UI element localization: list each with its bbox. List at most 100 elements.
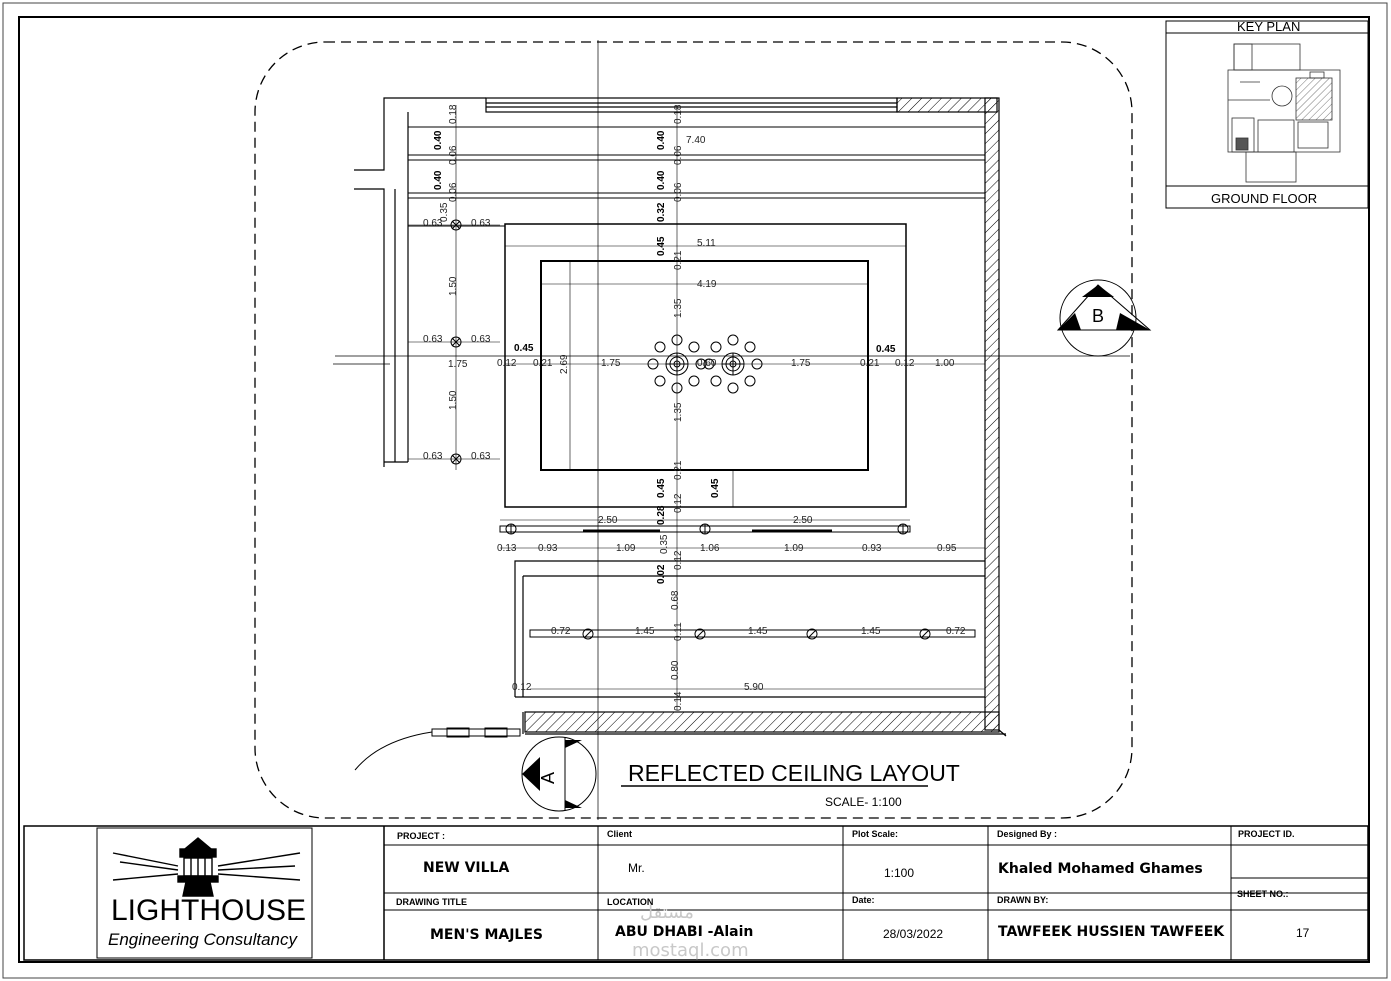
- plot-scale-label: Plot Scale:: [852, 829, 898, 839]
- dim-014: 0.14: [673, 691, 684, 711]
- plot-scale-value: 1:100: [884, 866, 914, 880]
- dim-011: 0.11: [673, 622, 684, 641]
- dim-021b: 0.21: [673, 460, 684, 480]
- location-label: LOCATION: [607, 897, 653, 907]
- key-plan: KEY PLAN GROUND FLOOR: [1165, 19, 1369, 209]
- dim-012d: 0.12: [512, 682, 532, 693]
- dim-093b: 0.93: [862, 543, 882, 554]
- dim-063d: 0.63: [471, 334, 491, 345]
- date-value: 28/03/2022: [883, 927, 943, 941]
- drawing-scale: SCALE- 1:100: [825, 795, 902, 809]
- drawing-title: REFLECTED CEILING LAYOUT: [628, 760, 960, 786]
- dim-028: 0.28: [656, 505, 667, 525]
- section-marker-a: A: [521, 736, 597, 812]
- sheet-inner-border: [18, 16, 1370, 963]
- dim-145b: 1.45: [748, 626, 768, 637]
- dim-045r: 0.45: [876, 344, 896, 355]
- dim-106: 1.06: [700, 543, 720, 554]
- dim-250b: 2.50: [793, 515, 813, 526]
- key-plan-floorplan: [1227, 43, 1341, 183]
- spot-light-bar-2: [699, 523, 711, 535]
- dim-072b: 0.72: [946, 626, 966, 637]
- dim-045c: 0.45: [710, 478, 721, 498]
- dim-175r: 1.75: [791, 358, 811, 369]
- dim-040a: 0.40: [433, 130, 444, 150]
- drawn-by-label: DRAWN BY:: [997, 895, 1048, 905]
- project-label: PROJECT :: [397, 831, 445, 841]
- dimension-texts: 0.18 0.18 0.40 0.40 7.40 0.06 0.06 0.40 …: [423, 104, 966, 711]
- section-label-b: B: [1092, 306, 1104, 326]
- lighthouse-logo: LIGHTHOUSE Engineering Consultancy: [108, 837, 306, 949]
- designed-by-label: Designed By :: [997, 829, 1057, 839]
- dim-021a: 0.21: [673, 250, 684, 270]
- site-boundary-dashed: [254, 41, 1133, 819]
- dim-135b: 1.35: [673, 402, 684, 422]
- dim-063e: 0.63: [423, 451, 443, 462]
- dim-018b: 0.18: [673, 104, 684, 124]
- title-block: [23, 825, 1369, 961]
- dim-045l: 0.45: [514, 343, 534, 354]
- dim-250a: 2.50: [598, 515, 618, 526]
- ceiling-inner-tray: [540, 260, 869, 471]
- dim-006b: 0.06: [448, 182, 459, 202]
- key-plan-floor: GROUND FLOOR: [1211, 191, 1317, 206]
- dim-072a: 0.72: [551, 626, 571, 637]
- dim-012r: 0.12: [895, 358, 915, 369]
- drawing-title-label: DRAWING TITLE: [396, 897, 467, 907]
- dim-093a: 0.93: [538, 543, 558, 554]
- dim-145a: 1.45: [635, 626, 655, 637]
- spot-light-low-4: [919, 628, 931, 640]
- sheet-no-value: 17: [1296, 926, 1310, 940]
- client-value: Mr.: [628, 861, 645, 875]
- project-id-label: PROJECT ID.: [1238, 829, 1295, 839]
- dim-419: 4.19: [697, 279, 717, 290]
- dim-068: 0.68: [670, 590, 681, 610]
- dim-100: 1.00: [935, 358, 955, 369]
- dim-006a2: 0.06: [673, 145, 684, 165]
- watermark-arabic: مستقل: [640, 902, 694, 923]
- dim-080: 0.80: [670, 660, 681, 680]
- key-plan-title: KEY PLAN: [1237, 19, 1300, 34]
- location-value: ABU DHABI -Alain: [615, 924, 753, 940]
- dim-063f: 0.63: [471, 451, 491, 462]
- dim-063c: 0.63: [423, 334, 443, 345]
- room-walls: [354, 97, 1007, 737]
- dim-175m: 1.75: [601, 358, 621, 369]
- dim-032: 0.32: [656, 202, 667, 222]
- dim-095: 0.95: [937, 543, 957, 554]
- dim-063b: 0.63: [471, 218, 491, 229]
- dim-740: 7.40: [686, 135, 706, 146]
- section-label-a: A: [538, 772, 558, 784]
- dim-035: 0.35: [439, 202, 450, 222]
- dim-021r: 0.21: [860, 358, 880, 369]
- dimension-lines: [408, 105, 985, 710]
- drawing-title-value: MEN'S MAJLES: [430, 927, 543, 943]
- spot-light-low-3: [806, 628, 818, 640]
- dim-006a: 0.06: [448, 145, 459, 165]
- dim-150b: 1.50: [448, 390, 459, 410]
- watermark-latin: mostaql.com: [632, 940, 749, 961]
- dim-109a: 1.09: [616, 543, 636, 554]
- dim-013: 0.13: [497, 543, 517, 554]
- spot-light-bar-1: [505, 523, 517, 535]
- dim-040c: 0.40: [433, 170, 444, 190]
- spot-light-low-1: [582, 628, 594, 640]
- section-marker-b: B: [1056, 279, 1152, 357]
- dim-021l: 0.21: [533, 358, 553, 369]
- client-label: Client: [607, 829, 632, 839]
- dim-002: 0.02: [656, 564, 667, 584]
- spot-light-bar-3: [897, 523, 909, 535]
- dim-012c: 0.12: [673, 550, 684, 570]
- project-value: NEW VILLA: [423, 860, 509, 876]
- dim-006b2: 0.06: [673, 182, 684, 202]
- dim-060: 0.60: [697, 358, 717, 369]
- sheet-no-label: SHEET NO.:: [1237, 889, 1289, 899]
- dim-040d: 0.40: [656, 170, 667, 190]
- logo-sub-text: Engineering Consultancy: [108, 930, 299, 949]
- dim-045a: 0.45: [656, 236, 667, 256]
- dim-018: 0.18: [448, 104, 459, 124]
- dim-175l: 1.75: [448, 359, 468, 370]
- logo-main-text: LIGHTHOUSE: [111, 894, 306, 927]
